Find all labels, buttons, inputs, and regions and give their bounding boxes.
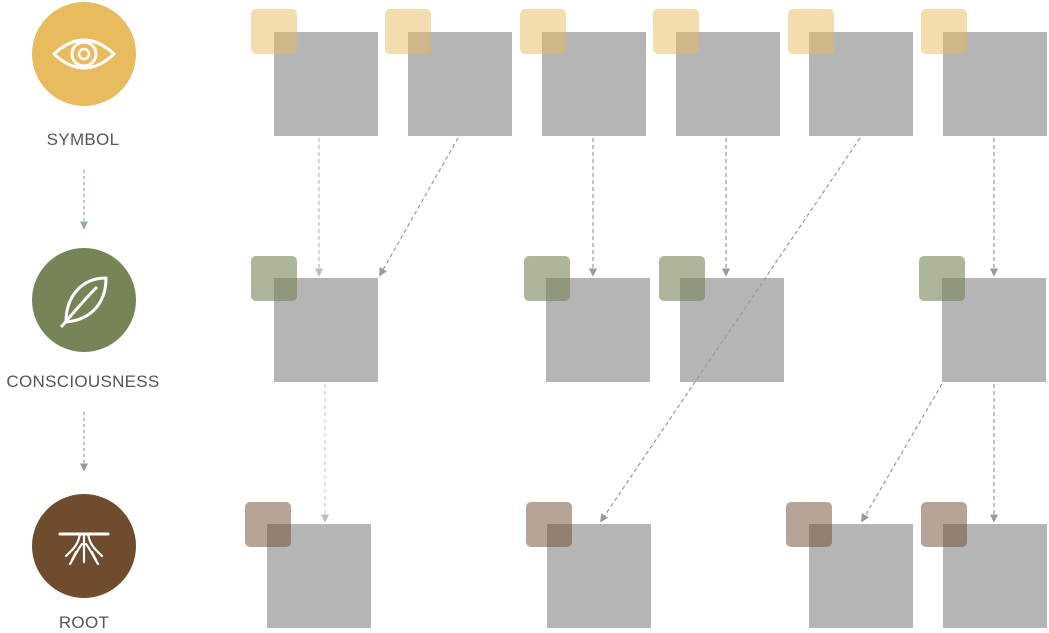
consciousness-row <box>251 256 1046 382</box>
consciousness-tag <box>659 256 705 301</box>
root-level-label: ROOT <box>58 613 110 632</box>
symbol-row <box>251 9 1047 136</box>
connector-arrow <box>600 137 861 523</box>
connectors <box>314 137 999 523</box>
connector-arrow <box>861 383 943 523</box>
symbol-tag <box>653 9 699 54</box>
symbol-tag <box>921 9 967 54</box>
consciousness-level-badge <box>32 248 136 352</box>
eye-icon <box>52 38 116 70</box>
roots-icon <box>58 532 110 566</box>
connector-arrow <box>379 137 459 277</box>
consciousness-level-label: CONSCIOUSNESS <box>6 372 160 391</box>
symbol-level-badge <box>32 2 136 106</box>
consciousness-tag <box>524 256 570 301</box>
root-tag <box>245 502 291 547</box>
consciousness-tag <box>919 256 965 301</box>
root-tag <box>786 502 832 547</box>
symbol-tag <box>788 9 834 54</box>
root-tag <box>921 502 967 547</box>
symbol-tag <box>251 9 297 54</box>
root-row <box>245 502 1047 628</box>
consciousness-tag <box>251 256 297 301</box>
symbol-tag <box>385 9 431 54</box>
root-tag <box>526 502 572 547</box>
root-level-badge <box>32 494 136 598</box>
symbol-level-label: SYMBOL <box>46 130 120 149</box>
symbol-tag <box>520 9 566 54</box>
leaf-icon <box>60 276 108 328</box>
